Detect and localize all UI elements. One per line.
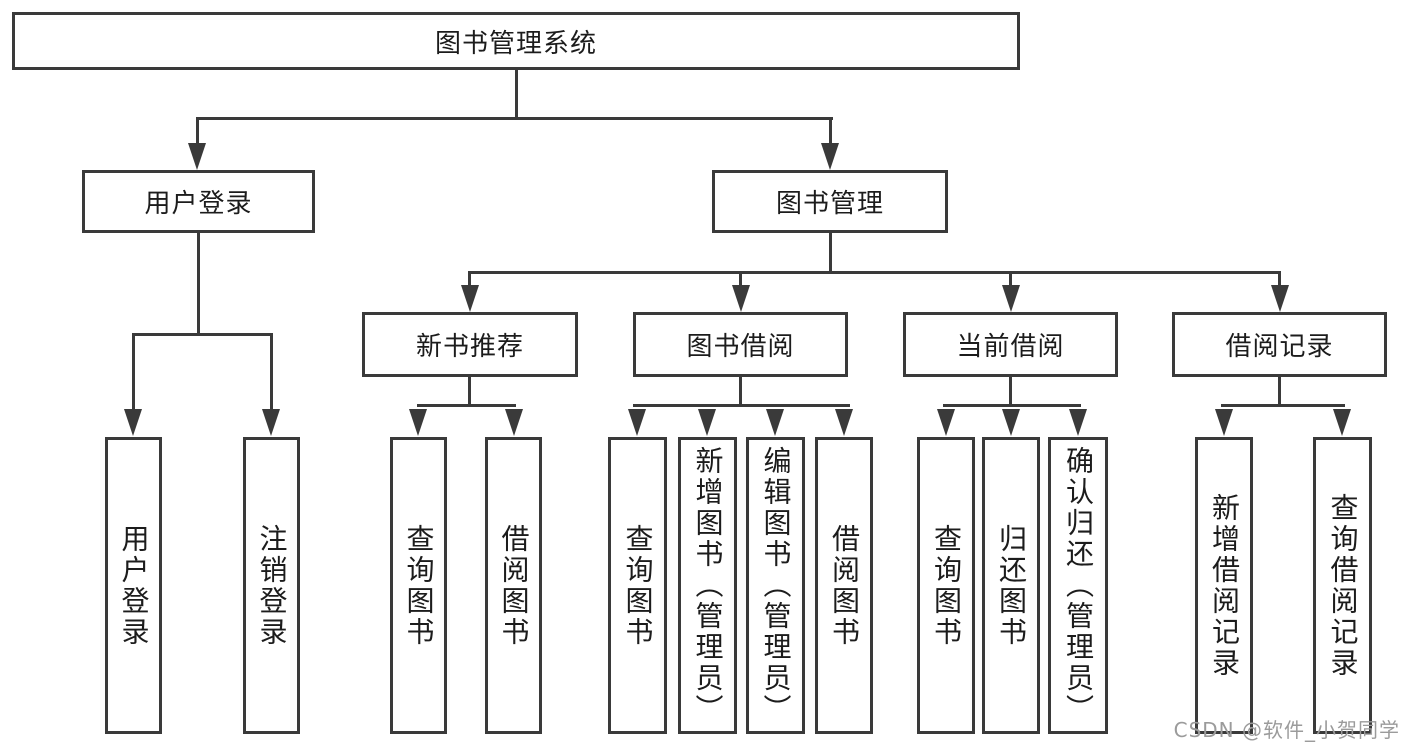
arrow-down-icon (461, 285, 479, 312)
leaf-query-borrow-record-label: 查询借阅记录 (1326, 492, 1360, 679)
node-book-management-label: 图书管理 (775, 189, 884, 219)
leaf-query-borrow-record: 查询借阅记录 (1313, 437, 1372, 734)
leaf-user-login-label: 用户登录 (117, 523, 151, 648)
arrow-down-icon (732, 285, 750, 312)
arrow-down-icon (937, 409, 955, 436)
leaf-query-books-current: 查询图书 (917, 437, 975, 734)
arrow-down-icon (124, 409, 142, 436)
leaf-query-books-recommend: 查询图书 (390, 437, 447, 734)
connector-new-book-hbar (417, 404, 516, 407)
connector-stem-leaf-logout (270, 333, 273, 411)
leaf-add-borrow-record: 新增借阅记录 (1195, 437, 1253, 734)
connector-stem-book-management (829, 117, 832, 146)
arrow-down-icon (188, 143, 206, 170)
connector-stem-current-borrowing (1009, 271, 1012, 286)
connector-stem-book-borrowing (739, 271, 742, 286)
connector-stem-new-book (468, 271, 471, 286)
leaf-return-book: 归还图书 (982, 437, 1040, 734)
connector-root-vline (515, 70, 518, 119)
arrow-down-icon (821, 143, 839, 170)
leaf-logout-label: 注销登录 (255, 523, 289, 648)
connector-new-book-vline (468, 377, 471, 407)
arrow-down-icon (1002, 409, 1020, 436)
leaf-borrow-books-recommend: 借阅图书 (485, 437, 542, 734)
leaf-logout: 注销登录 (243, 437, 300, 734)
node-borrowing-records-label: 借阅记录 (1225, 332, 1334, 362)
node-new-book-recommendation: 新书推荐 (362, 312, 578, 377)
node-current-borrowing-label: 当前借阅 (956, 332, 1065, 362)
leaf-add-borrow-record-label: 新增借阅记录 (1208, 492, 1241, 679)
leaf-borrow-books-label: 借阅图书 (828, 523, 861, 648)
leaf-confirm-return-admin-label: 确认归还（管理员） (1062, 446, 1095, 725)
leaf-query-books-current-label: 查询图书 (930, 523, 963, 648)
arrow-down-icon (766, 409, 784, 436)
connector-stem-borrowing-records (1278, 271, 1281, 286)
arrow-down-icon (262, 409, 280, 436)
node-current-borrowing: 当前借阅 (903, 312, 1118, 377)
connector-borrowing-records-hbar (1221, 404, 1345, 407)
arrow-down-icon (835, 409, 853, 436)
connector-borrowing-records-vline (1278, 377, 1281, 407)
leaf-query-books-borrowing: 查询图书 (608, 437, 667, 734)
node-new-book-recommendation-label: 新书推荐 (415, 332, 524, 362)
leaf-add-book-admin-label: 新增图书（管理员） (691, 446, 725, 725)
connector-book-management-hbar (468, 271, 1281, 274)
connector-book-borrowing-vline (739, 377, 742, 407)
leaf-confirm-return-admin: 确认归还（管理员） (1048, 437, 1108, 734)
node-borrowing-records: 借阅记录 (1172, 312, 1387, 377)
leaf-query-books-borrowing-label: 查询图书 (621, 523, 655, 648)
leaf-return-book-label: 归还图书 (995, 523, 1028, 648)
arrow-down-icon (1271, 285, 1289, 312)
connector-current-borrowing-hbar (943, 404, 1081, 407)
node-book-management: 图书管理 (712, 170, 948, 233)
leaf-borrow-books-recommend-label: 借阅图书 (497, 523, 531, 648)
leaf-query-books-recommend-label: 查询图书 (402, 523, 436, 648)
leaf-user-login: 用户登录 (105, 437, 162, 734)
connector-current-borrowing-vline (1009, 377, 1012, 407)
arrow-down-icon (628, 409, 646, 436)
node-root: 图书管理系统 (12, 12, 1020, 70)
connector-book-management-vline (829, 233, 832, 274)
connector-root-hbar (196, 117, 833, 120)
csdn-watermark: CSDN @软件_小贺同学 (1173, 718, 1400, 742)
node-user-login: 用户登录 (82, 170, 315, 233)
connector-stem-leaf-login (132, 333, 135, 411)
node-user-login-label: 用户登录 (144, 189, 253, 219)
arrow-down-icon (698, 409, 716, 436)
node-book-borrowing: 图书借阅 (633, 312, 848, 377)
leaf-edit-book-admin: 编辑图书（管理员） (746, 437, 805, 734)
connector-stem-user-login (196, 117, 199, 146)
arrow-down-icon (1069, 409, 1087, 436)
arrow-down-icon (1002, 285, 1020, 312)
arrow-down-icon (505, 409, 523, 436)
leaf-add-book-admin: 新增图书（管理员） (678, 437, 737, 734)
connector-user-login-vline (197, 233, 200, 336)
arrow-down-icon (1215, 409, 1233, 436)
node-root-label: 图书管理系统 (434, 28, 597, 59)
node-book-borrowing-label: 图书借阅 (686, 332, 795, 362)
connector-book-borrowing-hbar (633, 404, 850, 407)
arrow-down-icon (1333, 409, 1351, 436)
leaf-edit-book-admin-label: 编辑图书（管理员） (759, 446, 793, 725)
connector-user-login-hbar (132, 333, 273, 336)
leaf-borrow-books: 借阅图书 (815, 437, 873, 734)
arrow-down-icon (409, 409, 427, 436)
